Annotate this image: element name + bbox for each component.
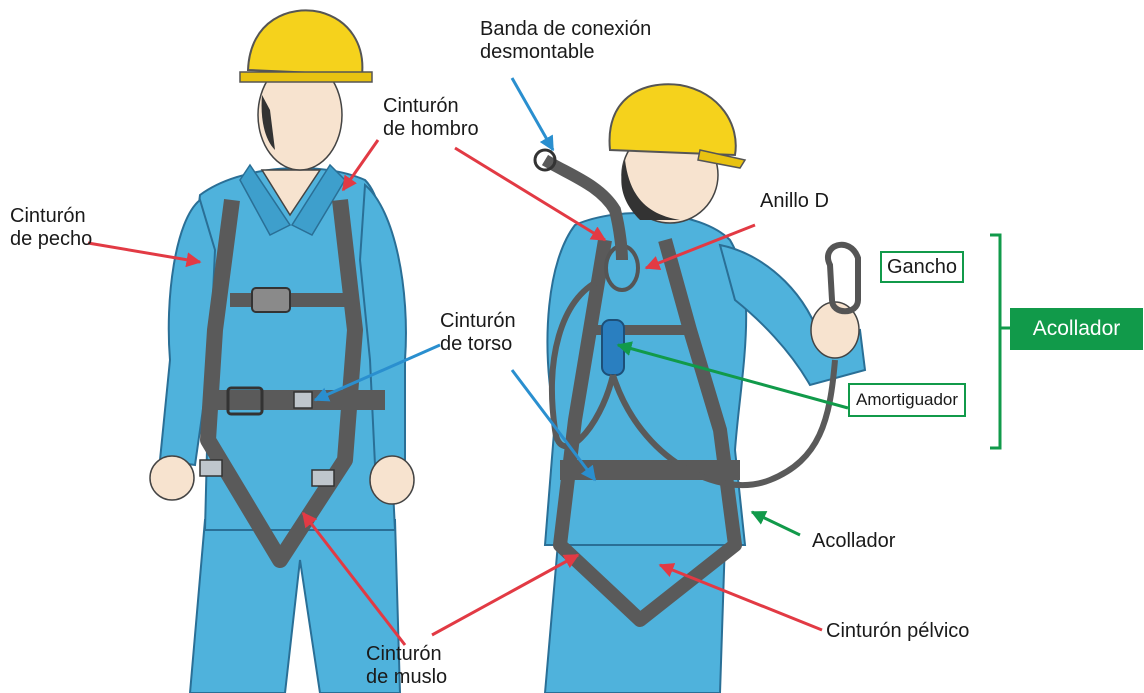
label-shock-absorber: Amortiguador (848, 383, 967, 417)
label-d-ring-text: Anillo D (760, 190, 829, 212)
label-lanyard-text: Acollador (812, 530, 896, 552)
label-chest-belt: Cinturón de pecho (10, 205, 92, 251)
label-shock-absorber-text: Amortiguador (856, 390, 959, 409)
leader-arrows (87, 77, 849, 646)
label-thigh-belt: Cinturón de muslo (366, 643, 447, 689)
lanyard-bracket (990, 233, 1002, 450)
label-shoulder-belt-line2: de hombro (383, 118, 479, 140)
label-lanyard-box: Acollador (1010, 308, 1143, 350)
label-lanyard-box-text: Acollador (1032, 317, 1121, 340)
label-shoulder-belt: Cinturón de hombro (383, 95, 479, 141)
label-chest-belt-line2: de pecho (10, 228, 93, 250)
label-torso-belt-line1: Cinturón (440, 310, 516, 332)
label-lanyard: Acollador (812, 530, 895, 553)
label-thigh-belt-line2: de muslo (366, 666, 448, 688)
label-shoulder-belt-line1: Cinturón (383, 95, 459, 117)
back-worker (533, 83, 867, 693)
front-worker (149, 9, 415, 693)
label-pelvic-belt-text: Cinturón pélvico (826, 620, 970, 642)
label-torso-belt: Cinturón de torso (440, 310, 516, 356)
label-thigh-belt-line1: Cinturón (366, 643, 442, 665)
label-connection-band: Banda de conexión desmontable (480, 18, 651, 64)
label-hook: Gancho (880, 251, 965, 283)
label-d-ring: Anillo D (760, 190, 829, 213)
label-torso-belt-line2: de torso (440, 333, 513, 355)
label-chest-belt-line1: Cinturón (10, 205, 86, 227)
label-connection-band-line2: desmontable (480, 41, 595, 63)
label-hook-text: Gancho (887, 256, 958, 278)
label-pelvic-belt: Cinturón pélvico (826, 620, 969, 643)
label-connection-band-line1: Banda de conexión (480, 18, 652, 40)
